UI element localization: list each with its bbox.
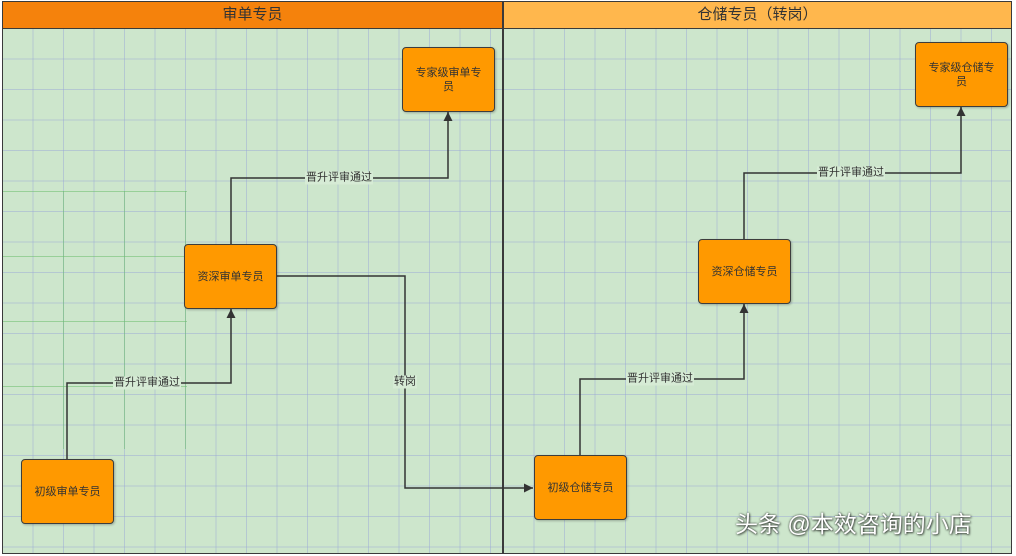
edge-label-promotion: 晋升评审通过 — [113, 376, 181, 390]
node-audit-expert[interactable]: 专家级审单专员 — [402, 47, 495, 112]
node-label: 资深审单专员 — [197, 270, 264, 283]
node-label: 初级审单专员 — [34, 485, 101, 498]
lane-header-audit: 审单专员 — [3, 2, 502, 29]
node-storage-junior[interactable]: 初级仓储专员 — [534, 455, 627, 520]
node-audit-junior[interactable]: 初级审单专员 — [21, 459, 114, 524]
edge-label-promotion: 晋升评审通过 — [626, 372, 694, 386]
edge-label-transfer: 转岗 — [393, 375, 417, 389]
watermark-text: 头条 @本效咨询的小店 — [735, 511, 972, 537]
grid-highlight — [3, 191, 187, 449]
node-audit-senior[interactable]: 资深审单专员 — [184, 244, 277, 309]
lane-header-storage: 仓储专员（转岗） — [504, 2, 1011, 29]
edge-label-promotion: 晋升评审通过 — [817, 166, 885, 180]
edge-label-promotion: 晋升评审通过 — [305, 171, 373, 185]
node-label: 专家级仓储专员 — [928, 61, 995, 88]
node-label: 资深仓储专员 — [711, 265, 778, 278]
node-storage-expert[interactable]: 专家级仓储专员 — [915, 42, 1008, 107]
node-label: 专家级审单专员 — [415, 66, 482, 93]
node-label: 初级仓储专员 — [547, 481, 614, 494]
node-storage-senior[interactable]: 资深仓储专员 — [698, 239, 791, 304]
